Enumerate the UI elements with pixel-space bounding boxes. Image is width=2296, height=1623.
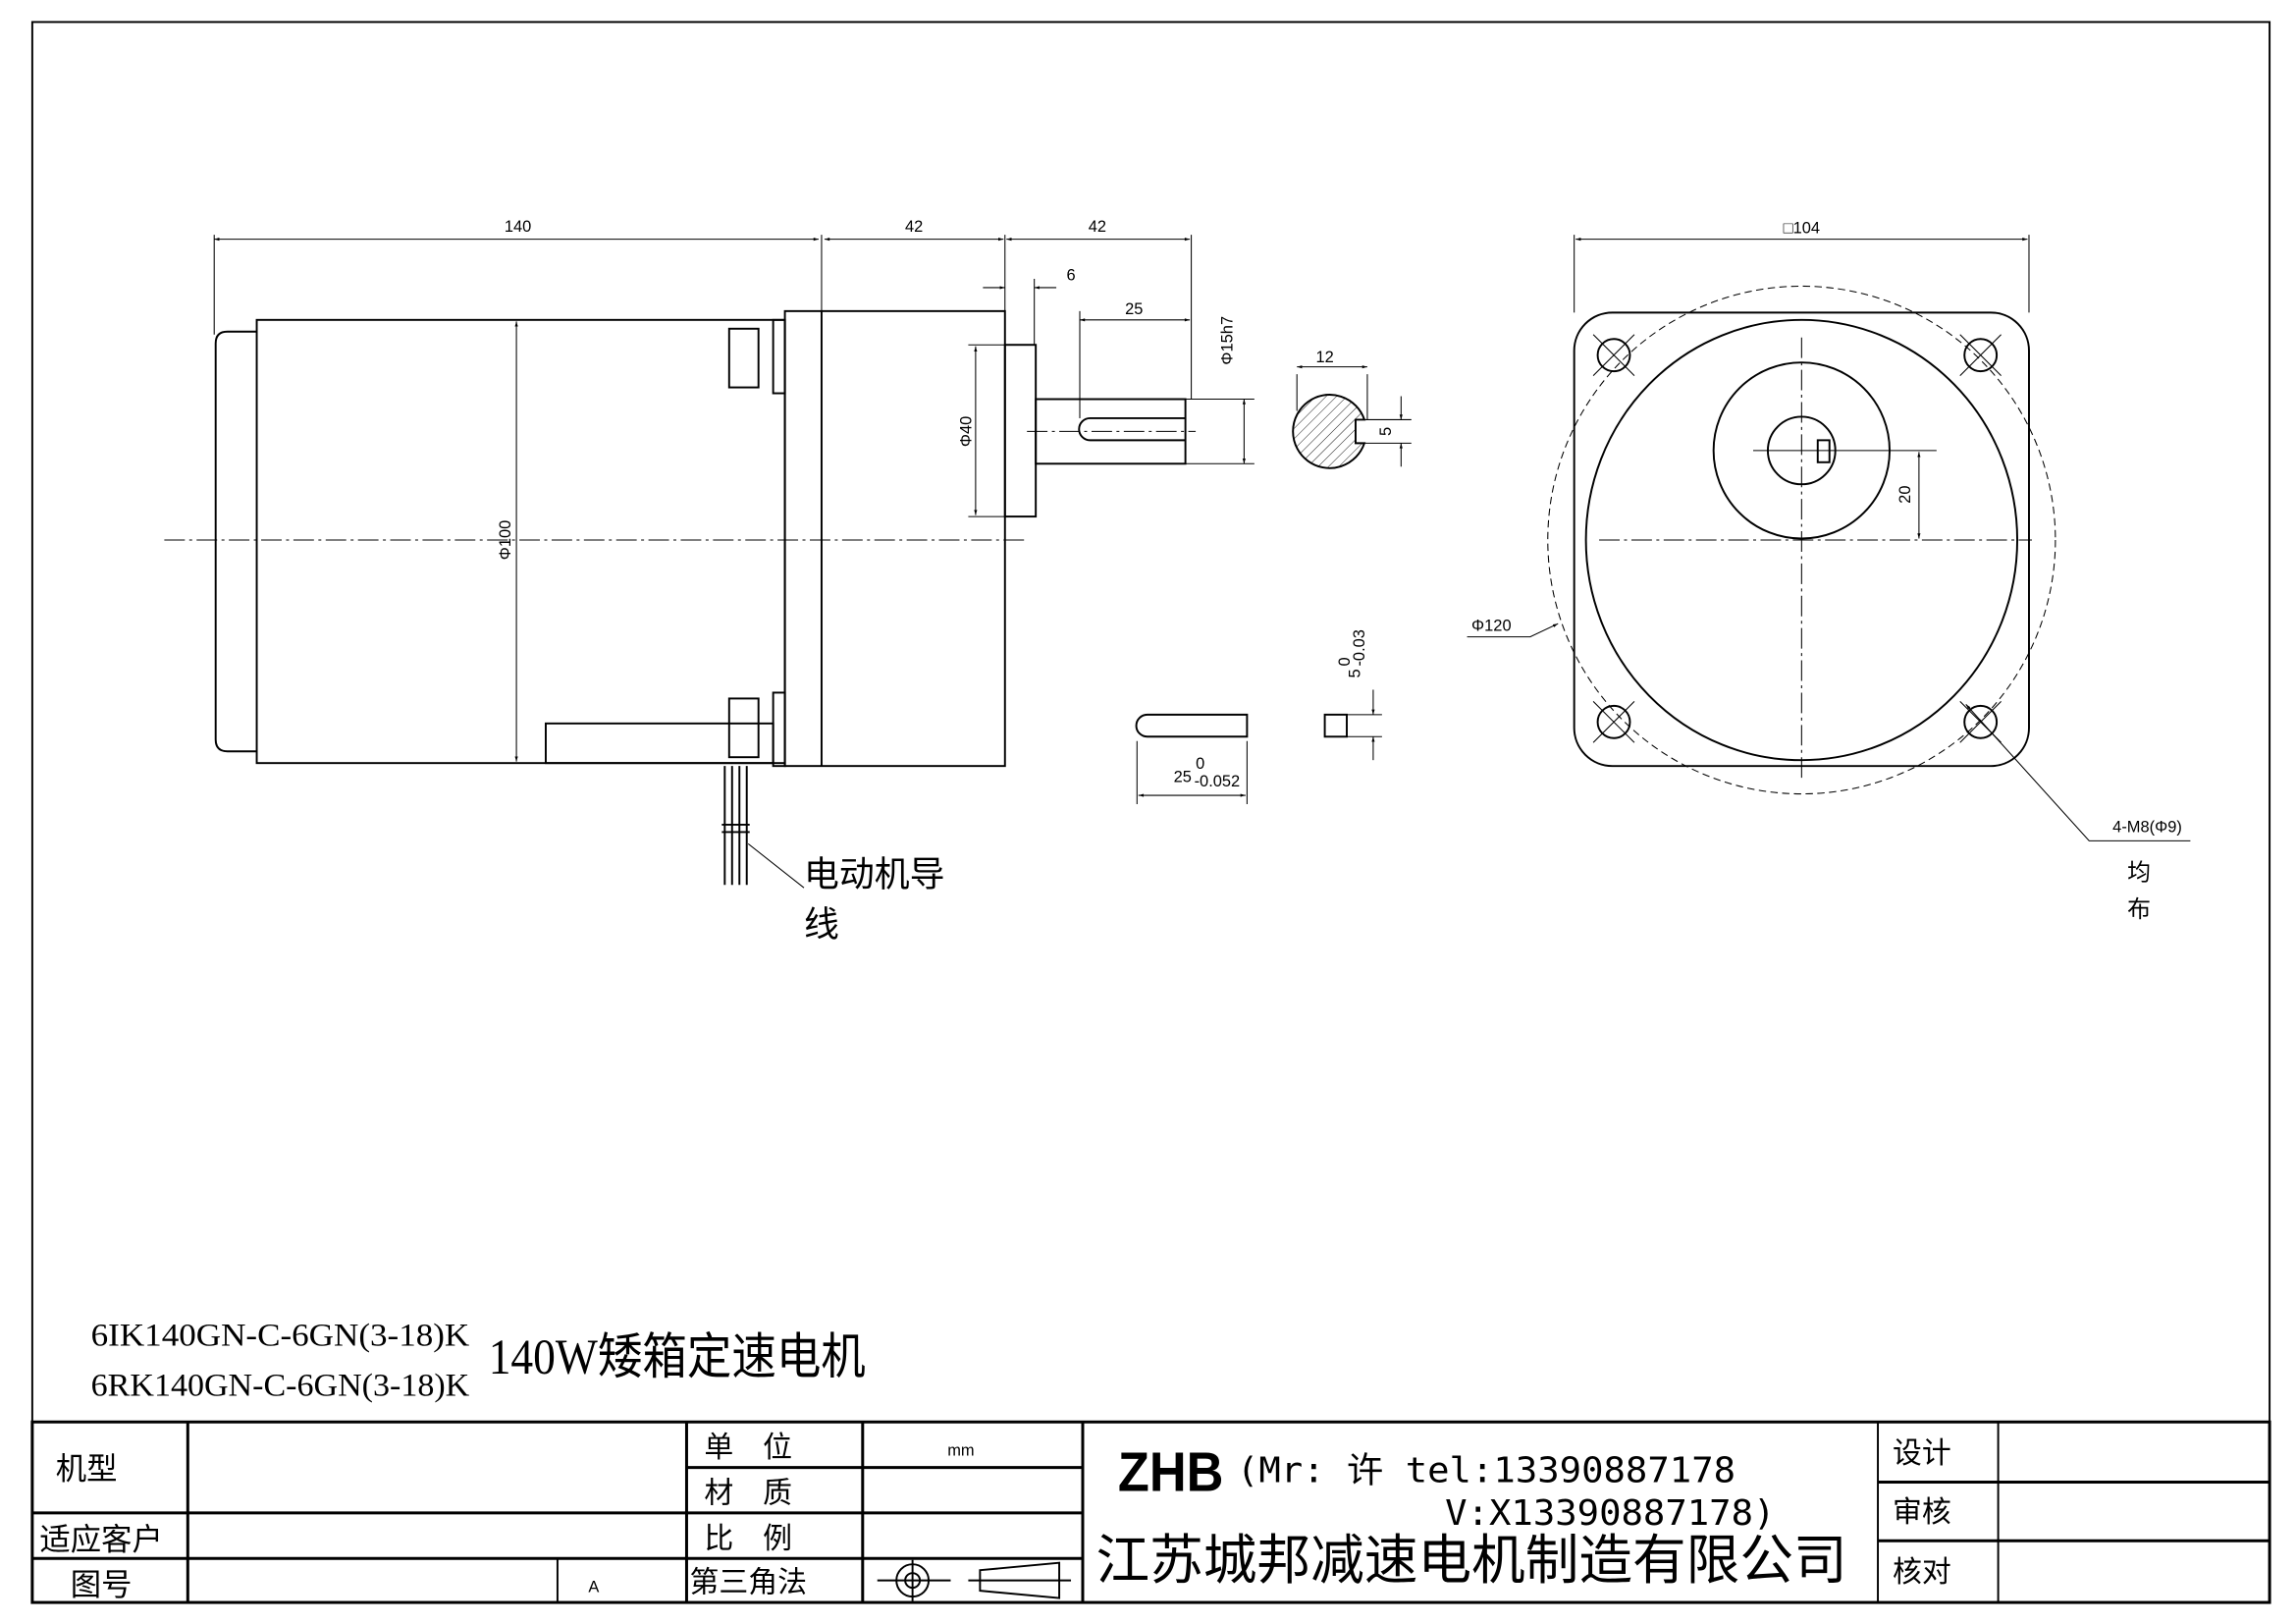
dimension-lines: [213, 235, 1255, 762]
drawing-line: [1467, 622, 1559, 638]
contact-line-1: (Mr: 许 tel:13390887178: [1237, 1451, 1735, 1491]
dim-key-width-upper: 0: [1336, 657, 1354, 666]
dim-section-width: 12: [1315, 349, 1333, 366]
gearbox-body: [783, 309, 1006, 768]
dim-key-width-lower: -0.03: [1351, 629, 1368, 666]
company-name: 江苏城邦减速电机制造有限公司: [1095, 1530, 1846, 1593]
dim-mount-holes: 4-M8(Φ9): [2112, 818, 2182, 836]
dim-bolt-circle: Φ120: [1471, 618, 1512, 635]
front-view: □104 20 Φ120 4-M8(Φ9) 均 布: [1467, 220, 2191, 923]
title-block: [30, 1420, 2271, 1604]
lead-wire-label: 电动机导: [804, 855, 944, 895]
unit-value: mm: [947, 1442, 974, 1460]
mount-hole: [1596, 704, 1631, 739]
drawing-border: [30, 21, 2271, 1604]
shaft-section: 12 5: [1292, 349, 1412, 469]
third-angle-projection-icon: [877, 1559, 1072, 1601]
drawing-line: [1965, 704, 2191, 841]
connector-bottom: [727, 697, 760, 759]
key-end-view: [1323, 713, 1348, 738]
design-label: 设计: [1893, 1436, 1951, 1471]
key-shape: [1135, 713, 1249, 738]
dim-square-size: □104: [1784, 220, 1820, 238]
keyway: [1078, 416, 1186, 442]
dim-shaft-length: 42: [1089, 218, 1106, 236]
drawing-line: [979, 1561, 1061, 1599]
lead-wire-leader: [747, 842, 805, 889]
unit-label: 单 位: [704, 1431, 792, 1465]
drawing-line: [1592, 334, 2002, 743]
dim-shaft-diameter: Φ15h7: [1218, 316, 1236, 365]
connector-top: [727, 327, 760, 389]
dim-key-length-tol-lower: -0.052: [1195, 773, 1241, 790]
customer-label: 适应客户: [39, 1522, 163, 1557]
model-label: 机型: [56, 1452, 118, 1488]
mounting-holes: [1592, 334, 2002, 743]
scale-label: 比 例: [704, 1522, 792, 1556]
dim-gearbox-length: 42: [905, 218, 923, 236]
dim-flange-thickness: 6: [1066, 266, 1075, 284]
key-detail: 25 0 -0.052 5 0 -0.03: [1135, 629, 1382, 805]
check-label: 核对: [1893, 1555, 1951, 1590]
dim-key-width: 5: [1346, 669, 1363, 677]
connector-top-plate: [772, 318, 786, 395]
mount-hole: [1596, 338, 1631, 373]
model-number-2: 6RK140GN-C-6GN(3-18)K: [91, 1368, 470, 1403]
mount-hole: [1963, 338, 1999, 373]
revision-value: A: [588, 1579, 599, 1596]
dim-motor-diameter: Φ100: [497, 520, 514, 561]
dim-section-height: 5: [1377, 427, 1395, 436]
bolt-circle: [1547, 285, 2056, 795]
evenly-distributed-label: 均: [2127, 859, 2151, 887]
contact-line-2: V:X13390887178): [1445, 1493, 1775, 1534]
brand-logo: ZHB: [1118, 1441, 1224, 1503]
material-label: 材 质: [704, 1476, 792, 1510]
mount-hole: [1963, 704, 1999, 739]
end-cap: [214, 330, 257, 753]
model-number-1: 6IK140GN-C-6GN(3-18)K: [91, 1319, 470, 1354]
dim-shaft-offset: 20: [1896, 486, 1914, 504]
drawing-number-label: 图号: [71, 1568, 133, 1603]
evenly-distributed-label-2: 布: [2127, 895, 2151, 923]
projection-label: 第三角法: [689, 1566, 807, 1600]
dim-motor-length: 140: [505, 218, 531, 236]
lead-wires: [721, 766, 750, 886]
side-view: 电动机导 线 140 42 4: [164, 218, 1255, 946]
lead-wire-label-2: 线: [804, 905, 839, 946]
dim-key-length-tol-upper: 0: [1196, 755, 1204, 773]
product-title: 140W矮箱定速电机: [489, 1329, 866, 1384]
dim-key-length-tol: 25: [1174, 769, 1192, 786]
output-flange: [1003, 344, 1038, 518]
connector-bottom-plate: [772, 691, 786, 768]
dim-pilot-diameter: Φ40: [957, 416, 975, 447]
keyway-end: [1816, 439, 1831, 463]
dim-key-length: 25: [1125, 300, 1143, 318]
motor-body: [255, 318, 786, 765]
shaft-cross-section: [1292, 394, 1366, 469]
wire-conduit: [545, 722, 774, 765]
review-label: 审核: [1893, 1495, 1951, 1530]
